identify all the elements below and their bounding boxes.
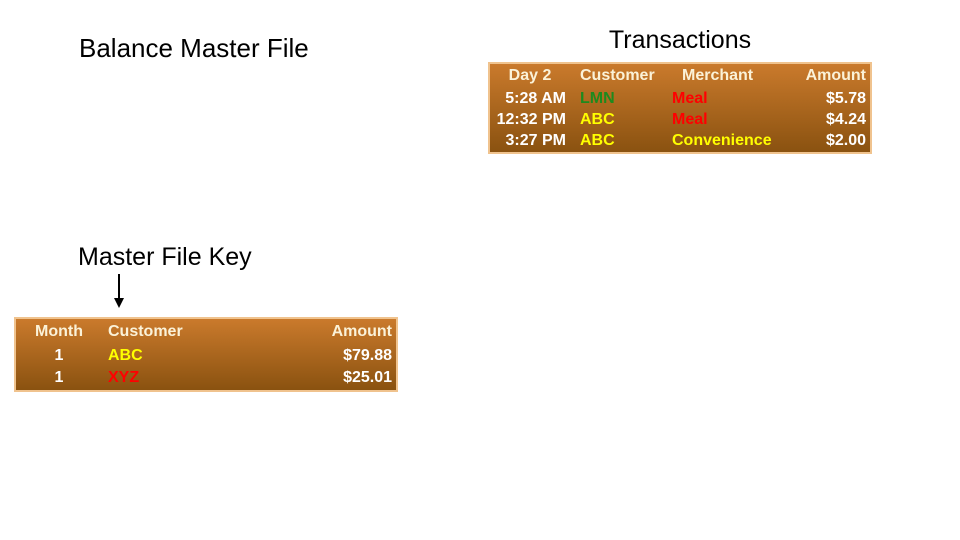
transactions-header-amount: Amount <box>805 67 866 84</box>
master-file-amount: $79.88 <box>343 347 392 364</box>
transaction-customer: ABC <box>580 131 615 149</box>
transaction-time: 12:32 PM <box>496 110 566 128</box>
transaction-customer: LMN <box>580 89 615 107</box>
transaction-time: 3:27 PM <box>505 131 566 149</box>
master-file-month: 1 <box>54 369 64 386</box>
transaction-merchant: Convenience <box>672 131 772 149</box>
master-file-customer: ABC <box>108 347 143 364</box>
master-file-header-customer: Customer <box>108 323 183 340</box>
master-file-key-label: Master File Key <box>78 243 252 271</box>
transaction-amount: $5.78 <box>825 89 866 107</box>
down-arrow-icon <box>114 274 124 308</box>
transaction-merchant: Meal <box>672 89 708 107</box>
slide-title: Balance Master File <box>79 33 309 63</box>
master-file-amount: $25.01 <box>343 369 392 386</box>
master-file-header-month: Month <box>35 323 83 340</box>
transactions-heading: Transactions <box>608 26 752 54</box>
transactions-table: Day 2 Customer Merchant Amount 5:28 AM L… <box>488 62 872 154</box>
transactions-header-merchant: Merchant <box>682 67 754 84</box>
master-file-month: 1 <box>54 347 64 364</box>
transaction-amount: $4.24 <box>825 110 866 128</box>
transactions-header-customer: Customer <box>580 67 655 84</box>
transaction-customer: ABC <box>580 110 615 128</box>
master-file-header-amount: Amount <box>331 323 392 340</box>
transaction-time: 5:28 AM <box>505 89 566 107</box>
transaction-amount: $2.00 <box>825 131 866 149</box>
transaction-merchant: Meal <box>672 110 708 128</box>
transactions-header-day: Day 2 <box>508 67 552 84</box>
master-file-customer: XYZ <box>108 369 140 386</box>
master-file-table: Month Customer Amount 1 ABC $79.88 1 XYZ… <box>14 317 398 392</box>
